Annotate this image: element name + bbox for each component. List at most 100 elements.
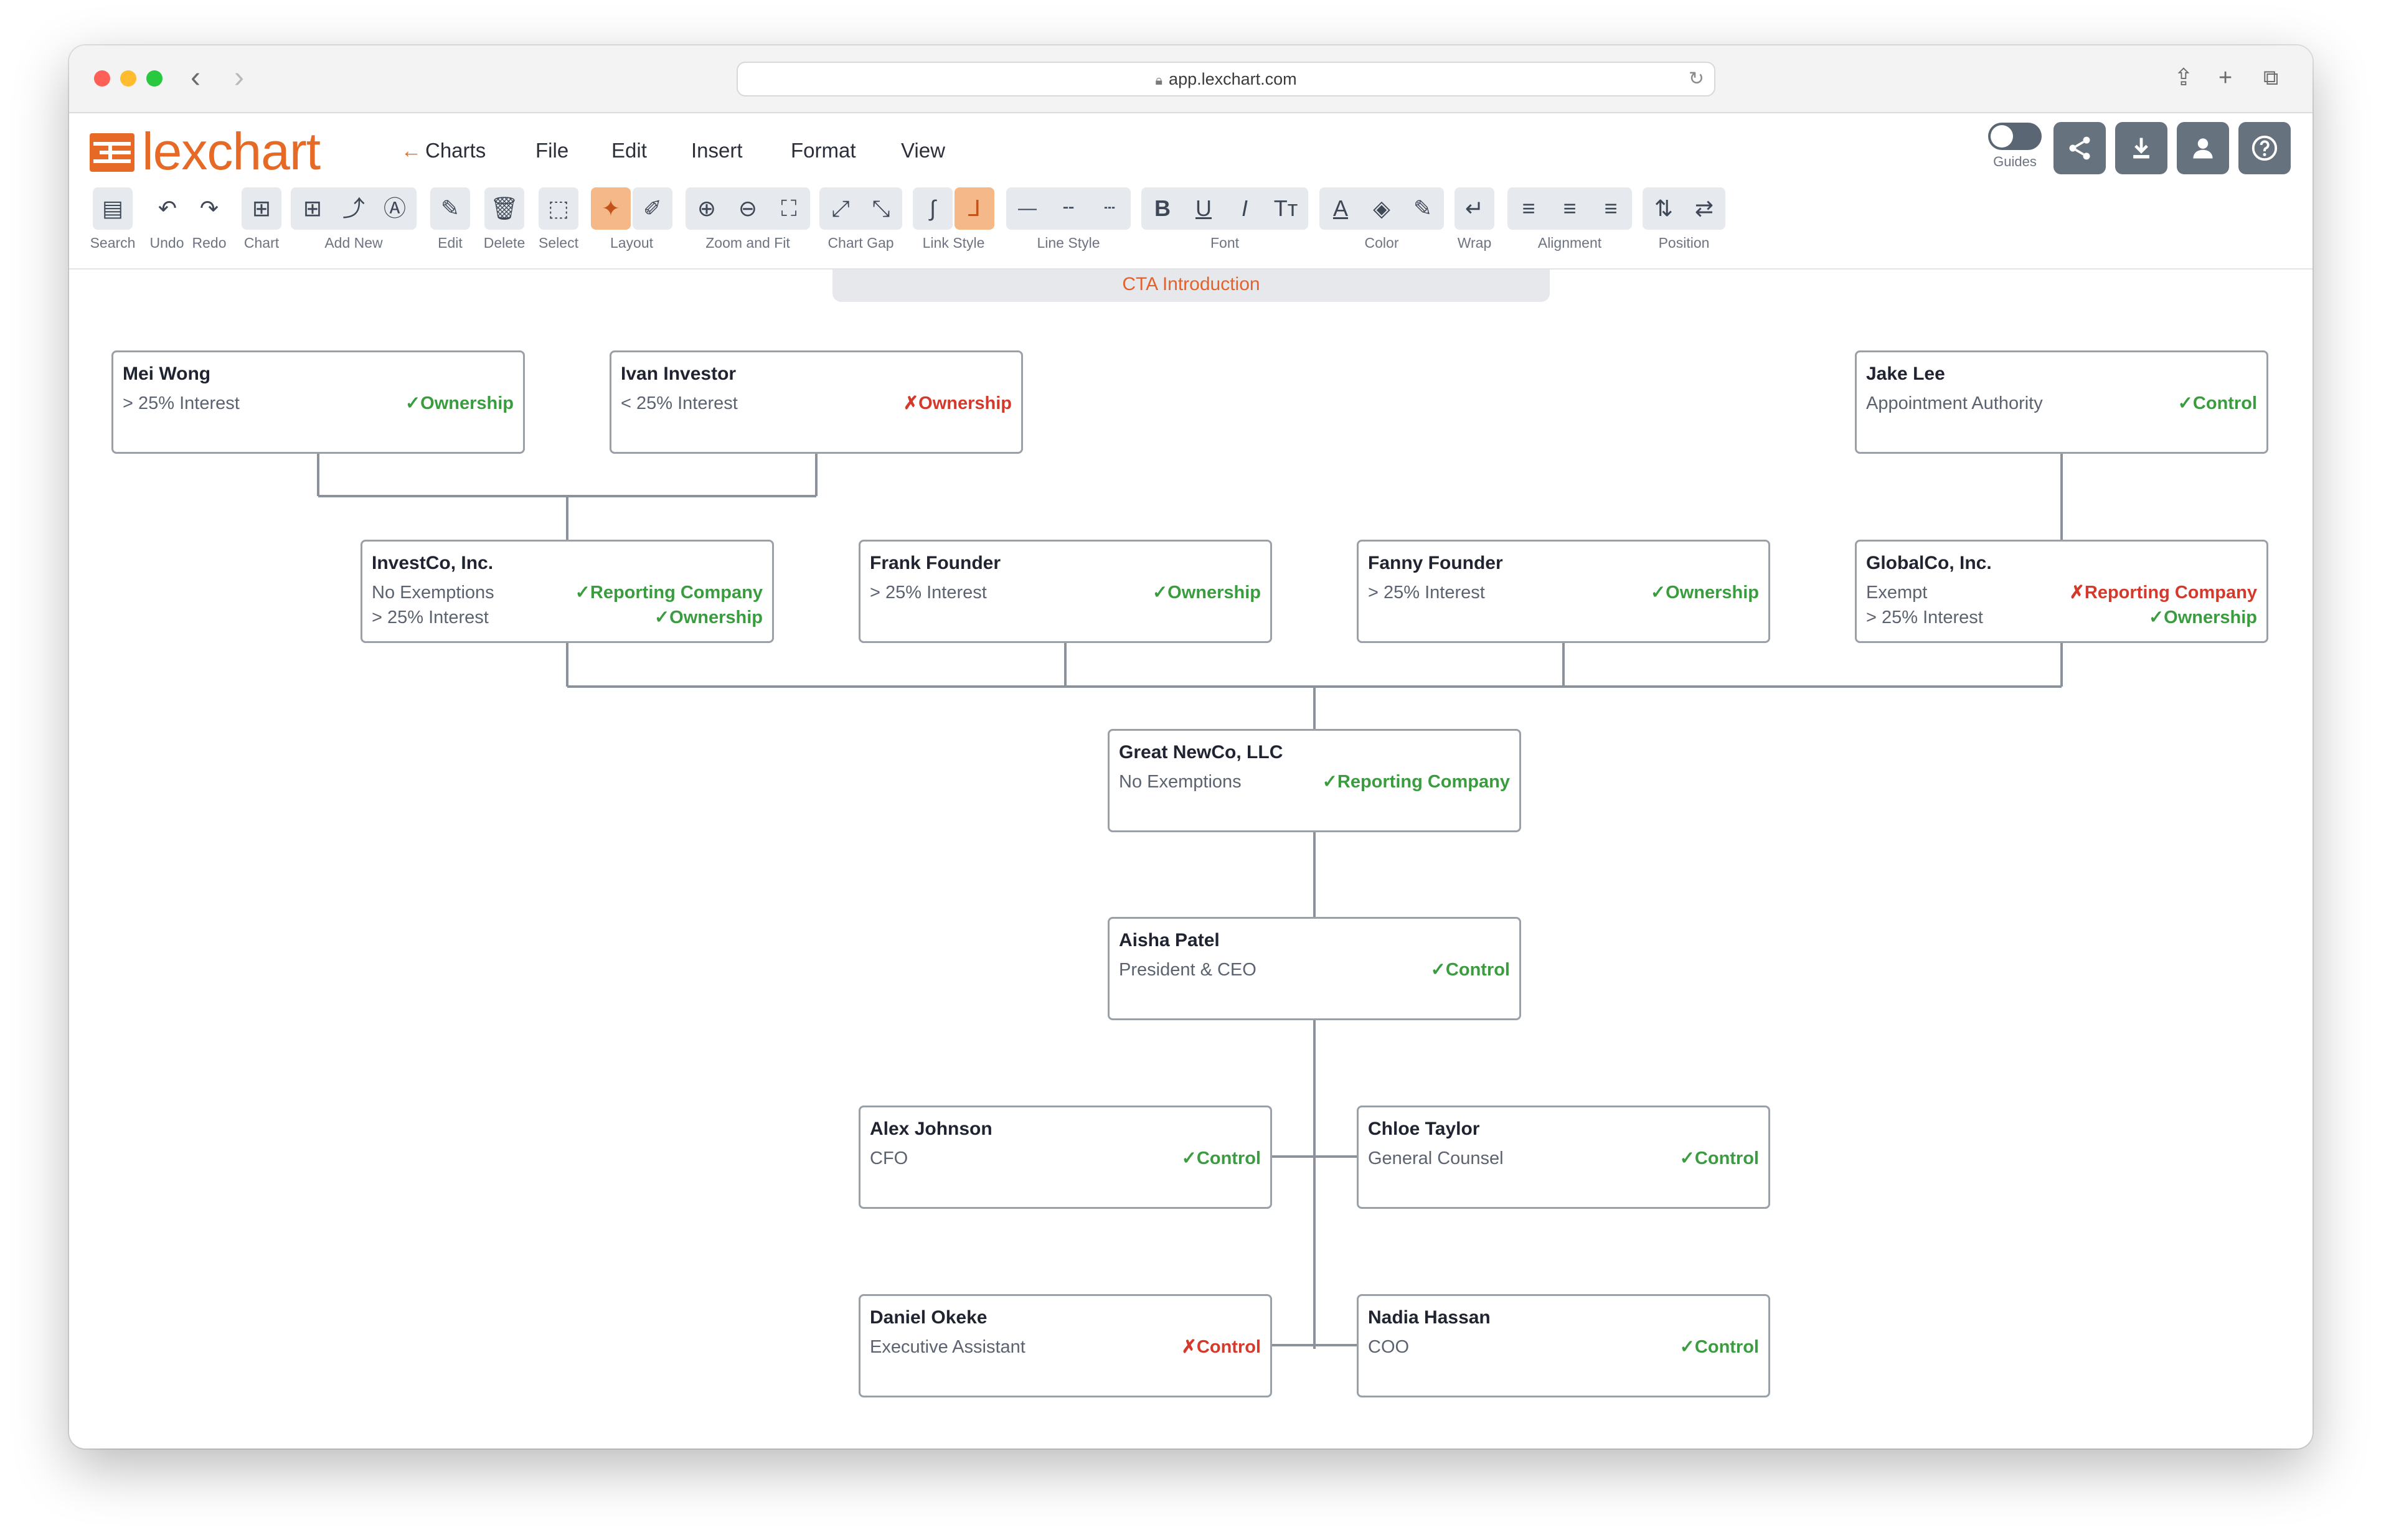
fill-color-icon[interactable]: ◈ — [1373, 195, 1390, 221]
font-size-icon[interactable]: Tт — [1273, 195, 1298, 221]
node-detail: President & CEO — [1119, 960, 1257, 980]
select-tool[interactable]: ⬚ — [539, 187, 578, 230]
dashed-line-icon[interactable]: ╌ — [1062, 198, 1075, 218]
reload-icon[interactable]: ↻ — [1688, 68, 1704, 89]
add-text-icon[interactable]: Ⓐ — [383, 195, 406, 221]
wrap-tool[interactable]: ↵ — [1455, 187, 1494, 230]
node-daniel-okeke[interactable]: Daniel Okeke Executive Assistant✗Control — [859, 1294, 1272, 1397]
check-icon: ✓ — [1322, 772, 1337, 792]
node-ivan-investor[interactable]: Ivan Investor < 25% Interest✗Ownership — [610, 350, 1023, 454]
lexchart-logo[interactable]: lexchart — [90, 123, 357, 179]
share-page-icon[interactable]: ⇪ — [2174, 65, 2194, 91]
node-nadia-hassan[interactable]: Nadia Hassan COO✓Control — [1357, 1294, 1770, 1397]
delete-tool[interactable]: 🗑︎ — [484, 187, 524, 230]
shrink-gap-icon[interactable]: ⤡ — [872, 195, 890, 221]
status-ownership: Ownership — [420, 393, 514, 413]
layout-edit-tool[interactable]: ✐ — [633, 187, 672, 230]
status-control: Control — [1694, 1337, 1759, 1357]
swap-vertical-icon[interactable]: ⇅ — [1654, 195, 1674, 221]
position-label: Position — [1658, 235, 1710, 251]
toggle-switch[interactable] — [1988, 123, 2042, 150]
status-control: Control — [1196, 1337, 1261, 1357]
node-aisha-patel[interactable]: Aisha Patel President & CEO✓Control — [1108, 917, 1521, 1020]
fit-icon[interactable]: ⛶ — [781, 195, 797, 221]
node-name: Jake Lee — [1866, 364, 1945, 384]
zoom-fit-label: Zoom and Fit — [705, 235, 790, 251]
edit-label: Edit — [438, 235, 463, 251]
menu-view[interactable]: View — [901, 139, 945, 162]
node-detail: > 25% Interest — [372, 608, 489, 627]
add-node-icon[interactable]: ⊞ — [303, 195, 323, 221]
close-window-button[interactable] — [94, 70, 110, 87]
solid-line-icon[interactable]: — — [1018, 198, 1037, 218]
account-button[interactable] — [2177, 122, 2229, 174]
align-center-icon[interactable]: ≡ — [1563, 195, 1577, 221]
address-bar[interactable]: 🔒︎app.lexchart.com ↻ — [737, 62, 1715, 96]
menu-insert[interactable]: Insert — [691, 139, 743, 162]
node-detail: > 25% Interest — [1866, 608, 1983, 627]
node-detail: > 25% Interest — [123, 393, 240, 413]
node-globalco[interactable]: GlobalCo, Inc. Exempt✗Reporting Company … — [1855, 540, 2268, 643]
node-name: Alex Johnson — [870, 1119, 992, 1139]
status-ownership: Ownership — [669, 608, 763, 627]
help-button[interactable] — [2238, 122, 2291, 174]
check-icon: ✓ — [1430, 960, 1446, 980]
swap-horizontal-icon[interactable]: ⇄ — [1694, 195, 1714, 221]
node-chloe-taylor[interactable]: Chloe Taylor General Counsel✓Control — [1357, 1106, 1770, 1209]
italic-icon[interactable]: I — [1241, 195, 1248, 221]
menu-format[interactable]: Format — [791, 139, 856, 162]
zoom-out-icon[interactable]: ⊖ — [738, 195, 758, 221]
bold-icon[interactable]: B — [1154, 195, 1171, 221]
elbow-link-tool[interactable]: ⅃ — [955, 187, 994, 230]
line-color-icon[interactable]: ✎ — [1413, 195, 1433, 221]
menu-edit[interactable]: Edit — [611, 139, 647, 162]
tab-overview-icon[interactable]: ⧉ — [2263, 66, 2279, 90]
redo-icon[interactable]: ↷ — [199, 195, 219, 221]
chart-tool[interactable]: ⊞ — [242, 187, 281, 230]
forward-icon[interactable]: › — [234, 61, 244, 94]
status-control: Control — [2192, 393, 2257, 413]
alignment-label: Alignment — [1537, 235, 1602, 251]
node-name: Daniel Okeke — [870, 1307, 988, 1328]
node-great-newco[interactable]: Great NewCo, LLC No Exemptions✓Reporting… — [1108, 729, 1521, 832]
menu-file[interactable]: File — [535, 139, 569, 162]
node-mei-wong[interactable]: Mei Wong > 25% Interest✓Ownership — [111, 350, 525, 454]
elbow-link-icon: ⅃ — [968, 195, 981, 221]
share-button[interactable] — [2053, 122, 2106, 174]
underline-icon[interactable]: U — [1195, 195, 1212, 221]
zoom-window-button[interactable] — [146, 70, 163, 87]
zoom-in-icon[interactable]: ⊕ — [697, 195, 717, 221]
back-icon[interactable]: ‹ — [191, 61, 200, 94]
align-right-icon[interactable]: ≡ — [1604, 195, 1618, 221]
node-alex-johnson[interactable]: Alex Johnson CFO✓Control — [859, 1106, 1272, 1209]
add-link-icon[interactable]: ⤴ — [342, 195, 365, 221]
new-tab-icon[interactable]: + — [2218, 65, 2233, 91]
check-icon: ✓ — [2148, 608, 2164, 627]
align-left-icon[interactable]: ≡ — [1522, 195, 1535, 221]
search-tool[interactable]: ▤ — [93, 187, 133, 230]
check-icon: ✓ — [1679, 1148, 1695, 1168]
node-fanny-founder[interactable]: Fanny Founder > 25% Interest✓Ownership — [1357, 540, 1770, 643]
logo-text: lexchart — [142, 122, 321, 181]
dotted-line-icon[interactable]: ┄ — [1103, 198, 1116, 218]
download-button[interactable] — [2115, 122, 2167, 174]
add-new-group: ⊞ ⤴ Ⓐ — [291, 187, 417, 230]
auto-layout-tool[interactable]: ✦ — [591, 187, 631, 230]
guides-toggle[interactable]: Guides — [1987, 123, 2043, 170]
node-jake-lee[interactable]: Jake Lee Appointment Authority✓Control — [1855, 350, 2268, 454]
url-text: app.lexchart.com — [1169, 70, 1297, 88]
edit-tool[interactable]: ✎ — [430, 187, 470, 230]
chart-title-tab[interactable]: CTA Introduction — [832, 270, 1550, 302]
node-frank-founder[interactable]: Frank Founder > 25% Interest✓Ownership — [859, 540, 1272, 643]
undo-icon[interactable]: ↶ — [158, 195, 177, 221]
menu-charts[interactable]: ←Charts — [401, 139, 486, 162]
minimize-window-button[interactable] — [120, 70, 136, 87]
curved-link-tool[interactable]: ∫ — [913, 187, 953, 230]
node-investco[interactable]: InvestCo, Inc. No Exemptions✓Reporting C… — [361, 540, 774, 643]
check-icon: ✓ — [654, 608, 670, 627]
node-detail: > 25% Interest — [1368, 583, 1485, 603]
status-ownership: Ownership — [1666, 583, 1759, 603]
text-color-icon[interactable]: A — [1332, 195, 1348, 221]
expand-gap-icon[interactable]: ⤢ — [831, 195, 850, 221]
line-style-label: Line Style — [1037, 235, 1100, 251]
